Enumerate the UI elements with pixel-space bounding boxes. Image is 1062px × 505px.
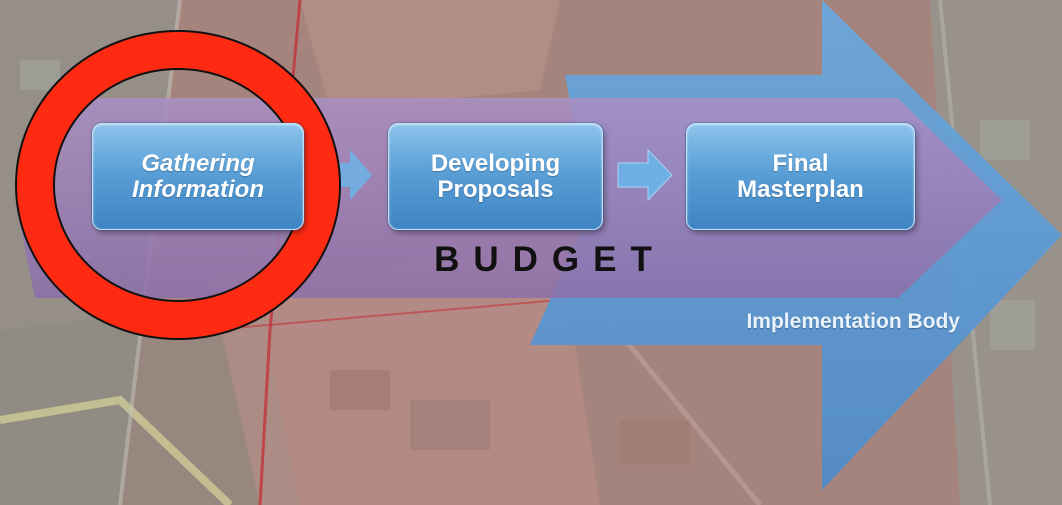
step-gathering-information: Gathering Information [92, 123, 304, 230]
step-label: Gathering Information [132, 149, 264, 203]
step-developing-proposals: Developing Proposals [388, 123, 603, 230]
step-label: Developing Proposals [430, 149, 561, 203]
step-final-masterplan: Final Masterplan [686, 123, 915, 230]
budget-label: BUDGET [434, 240, 666, 279]
arrow-2-to-3 [617, 148, 673, 202]
step-label: Final Masterplan [737, 149, 864, 203]
implementation-body-label: Implementation Body [746, 310, 960, 333]
arrow-1-to-2 [320, 150, 372, 200]
